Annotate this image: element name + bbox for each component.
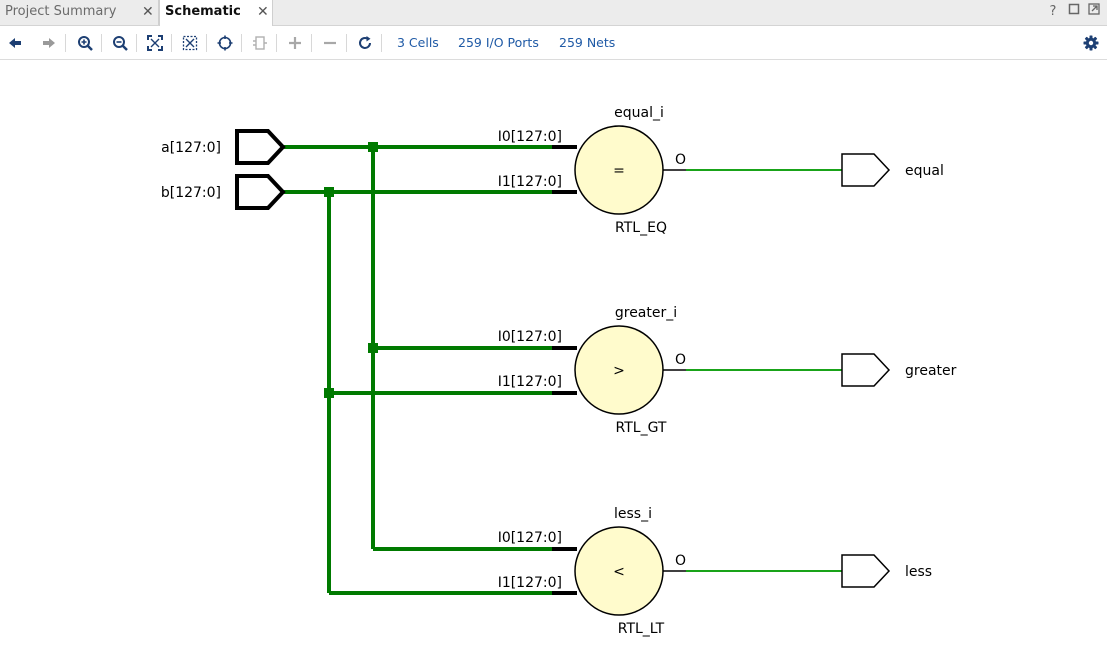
close-icon[interactable]: ✕	[257, 4, 269, 20]
junction-dot	[368, 343, 378, 353]
maximize-icon[interactable]	[1086, 3, 1102, 21]
tab-project-summary[interactable]: Project Summary ✕	[0, 0, 159, 25]
junction-dot	[324, 187, 334, 197]
cell-symbol: <	[613, 564, 625, 580]
pin-label: O	[675, 152, 686, 168]
cell-symbol: >	[613, 363, 625, 379]
cell-greater[interactable]: > greater_i RTL_GT I0[127:0] I1[127:0] O	[498, 305, 686, 436]
zoom-fit-icon[interactable]	[144, 32, 166, 54]
pin-label: I1[127:0]	[498, 575, 562, 591]
tab-schematic[interactable]: Schematic ✕	[159, 0, 273, 26]
junction-dot	[368, 142, 378, 152]
pin-label: O	[675, 553, 686, 569]
zoom-in-icon[interactable]	[74, 32, 96, 54]
pin-stubs	[552, 145, 577, 595]
auto-fit-icon[interactable]	[214, 32, 236, 54]
bus-nets	[284, 145, 556, 595]
forward-icon[interactable]	[38, 32, 60, 54]
schematic-diagram[interactable]: a[127:0] b[127:0] = equal_i RTL_EQ I0[12…	[0, 60, 1107, 664]
reload-icon[interactable]	[354, 32, 376, 54]
output-port-less[interactable]	[841, 554, 891, 588]
cell-instance-name: equal_i	[614, 105, 664, 121]
expand-icon[interactable]	[284, 32, 306, 54]
cell-instance-name: greater_i	[615, 305, 677, 321]
tab-bar: Project Summary ✕ Schematic ✕ ?	[0, 0, 1107, 26]
restore-icon[interactable]	[1066, 3, 1082, 21]
zoom-selection-icon[interactable]	[179, 32, 201, 54]
cells-count-link[interactable]: 3 Cells	[397, 35, 439, 50]
cell-symbol: =	[613, 163, 625, 179]
pin-label: I1[127:0]	[498, 174, 562, 190]
zoom-out-icon[interactable]	[109, 32, 131, 54]
input-port-a[interactable]	[235, 129, 286, 165]
cell-equal[interactable]: = equal_i RTL_EQ I0[127:0] I1[127:0] O	[498, 105, 686, 236]
output-port-label: greater	[905, 363, 957, 379]
gear-icon[interactable]	[1080, 32, 1102, 54]
cell-type: RTL_EQ	[615, 220, 667, 236]
output-port-greater[interactable]	[841, 353, 891, 387]
io-ports-count-link[interactable]: 259 I/O Ports	[458, 35, 539, 50]
comparator-cell-body[interactable]	[574, 526, 664, 616]
output-nets	[686, 169, 843, 572]
cell-less[interactable]: < less_i RTL_LT I0[127:0] I1[127:0] O	[498, 506, 686, 637]
net-junctions	[324, 142, 378, 398]
output-port-label: less	[905, 564, 932, 580]
tab-label: Project Summary	[5, 4, 117, 19]
close-icon[interactable]: ✕	[142, 4, 154, 20]
output-pin-stubs	[663, 169, 686, 572]
cell-instance-name: less_i	[614, 506, 652, 522]
cell-type: RTL_LT	[618, 621, 665, 637]
tab-label: Schematic	[165, 4, 241, 19]
comparator-cell-body[interactable]	[574, 125, 664, 215]
pin-label: I0[127:0]	[498, 129, 562, 145]
comparator-cell-body[interactable]	[574, 325, 664, 415]
remove-icon[interactable]	[319, 32, 341, 54]
input-port-label: b[127:0]	[161, 185, 221, 201]
cell-type: RTL_GT	[616, 420, 667, 436]
nets-count-link[interactable]: 259 Nets	[559, 35, 616, 50]
input-port-b[interactable]	[235, 174, 286, 210]
pin-label: I1[127:0]	[498, 374, 562, 390]
schematic-canvas[interactable]: a[127:0] b[127:0] = equal_i RTL_EQ I0[12…	[0, 60, 1107, 664]
input-port-label: a[127:0]	[161, 140, 221, 156]
output-port-label: equal	[905, 163, 944, 179]
help-button[interactable]: ?	[1049, 4, 1057, 19]
pin-label: I0[127:0]	[498, 530, 562, 546]
back-icon[interactable]	[4, 32, 26, 54]
output-port-equal[interactable]	[841, 153, 891, 187]
pin-label: O	[675, 352, 686, 368]
collapse-icon[interactable]	[249, 32, 271, 54]
pin-label: I0[127:0]	[498, 329, 562, 345]
schematic-toolbar: 3 Cells 259 I/O Ports 259 Nets	[0, 26, 1107, 60]
net-a-bus[interactable]	[284, 145, 556, 551]
junction-dot	[324, 388, 334, 398]
